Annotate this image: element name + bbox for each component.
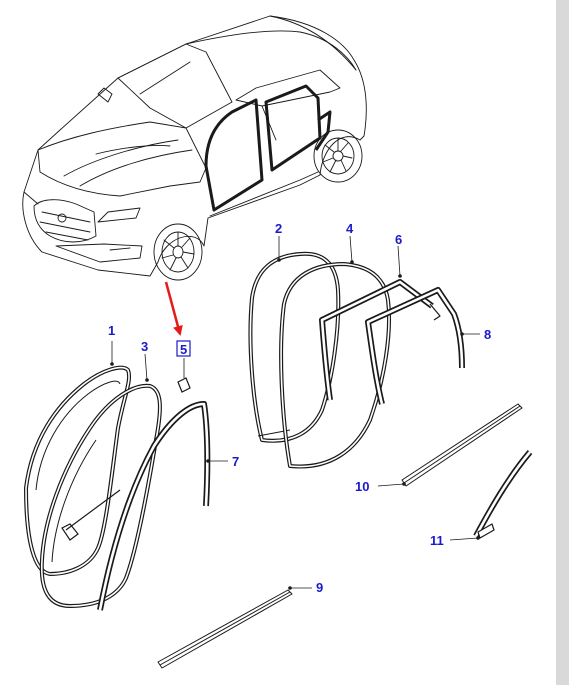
callout-3[interactable]: 3	[141, 339, 148, 354]
vehicle-illustration	[22, 15, 367, 281]
part-1-front-door-seal[interactable]	[24, 365, 131, 576]
leader-11	[449, 537, 479, 541]
part-8-rear-quarter-channel[interactable]	[365, 287, 465, 405]
callout-10[interactable]: 10	[355, 479, 369, 494]
part-4-rear-door-secondary-seal[interactable]	[279, 262, 392, 469]
part-6-rear-glass-run-channel[interactable]	[319, 279, 441, 401]
leader-3	[144, 353, 148, 381]
callout-4[interactable]: 4	[346, 221, 354, 236]
callout-11[interactable]: 11	[430, 533, 444, 548]
part-5-seal-clip[interactable]	[61, 377, 191, 541]
leader-4	[349, 235, 353, 263]
callout-2[interactable]: 2	[275, 221, 282, 236]
leader-lines	[111, 235, 480, 589]
callout-5[interactable]: 5	[180, 342, 187, 357]
callout-5-highlight-box	[176, 340, 191, 357]
callout-7[interactable]: 7	[232, 454, 239, 469]
leader-6	[397, 245, 401, 277]
location-arrow	[164, 281, 183, 336]
part-10-sill-moulding-rear[interactable]	[401, 403, 523, 487]
callout-labels: 1 2 3 4 5 6 7 8 9 10 11	[108, 221, 491, 595]
callout-1[interactable]: 1	[108, 323, 115, 338]
leader-10	[377, 483, 405, 487]
leader-dots	[110, 258, 480, 590]
callout-9[interactable]: 9	[316, 580, 323, 595]
callout-6[interactable]: 6	[395, 232, 402, 247]
callout-8[interactable]: 8	[484, 327, 491, 342]
part-9-sill-moulding-front[interactable]	[157, 589, 293, 669]
part-7-front-glass-run-channel[interactable]	[97, 401, 211, 611]
vertical-scrollbar[interactable]	[556, 0, 569, 685]
part-11-wheel-arch-seal[interactable]	[473, 450, 533, 539]
vehicle-door-seal-highlight	[204, 84, 332, 212]
